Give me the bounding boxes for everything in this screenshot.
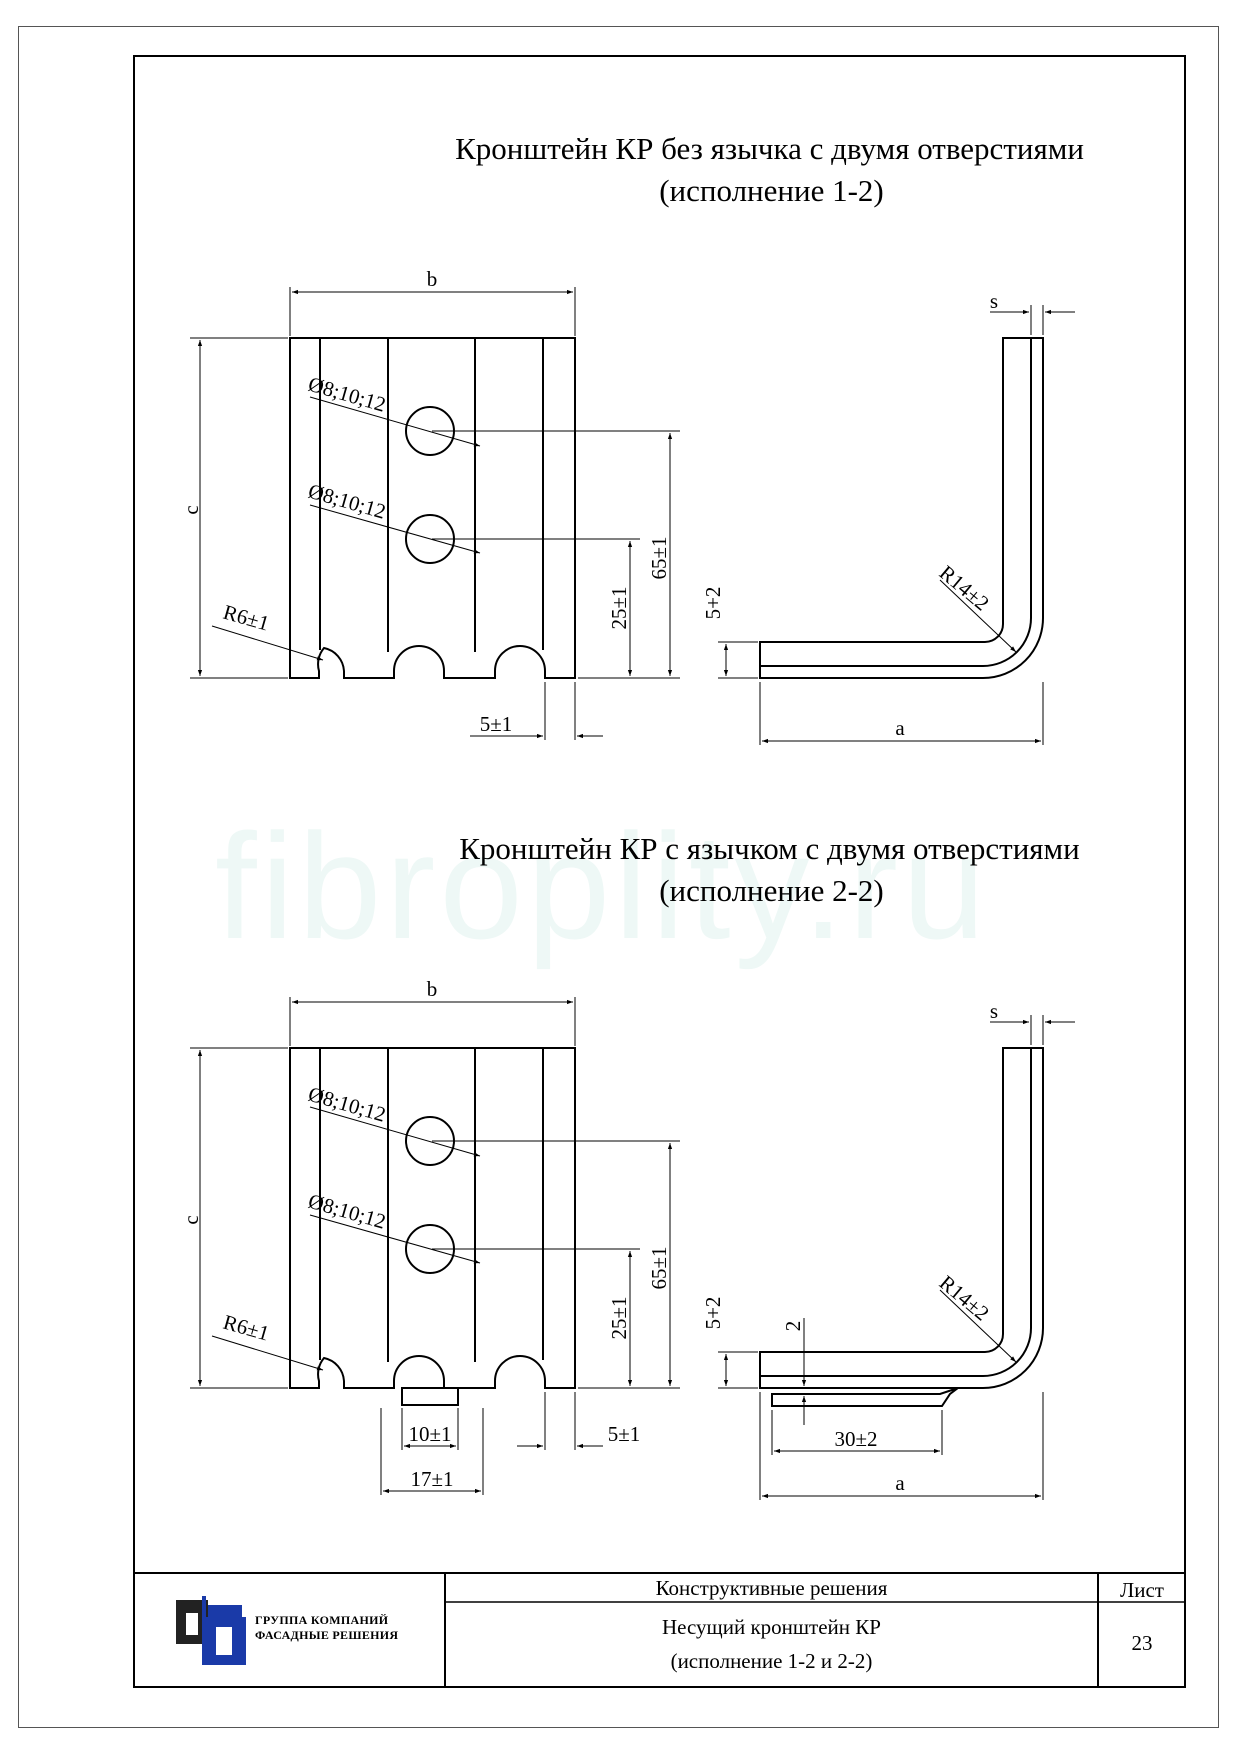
drawing1-side-labels: s a 5+2 R14±2: [701, 289, 998, 740]
drawing1-front-dims: [190, 287, 680, 740]
drawing2-side-view: [759, 1047, 1044, 1407]
outer-frame: [18, 26, 1219, 1728]
drawing1-side-view: [759, 337, 1044, 679]
drawing2-front-labels: b c Ø8;10;12 Ø8;10;12 R6±1 65±1 25±1 5±1…: [179, 977, 671, 1491]
drawing2-side-labels: s a 5+2 2 30±2 R14±2: [701, 999, 998, 1495]
title-block-grid: [133, 1572, 1186, 1688]
dim-65: 65±1: [647, 1246, 671, 1289]
dim-bend-radius: R14±2: [935, 560, 994, 615]
dim-c: c: [179, 1215, 203, 1224]
drawing2-title-line1: Кронштейн КР с язычком с двумя отверстия…: [459, 831, 1080, 866]
company-logo: [176, 1596, 246, 1665]
dim-a: a: [895, 1471, 905, 1495]
drawing2-side-dims: [718, 1015, 1075, 1500]
dim-25: 25±1: [607, 1296, 631, 1339]
dim-notch-radius: R6±1: [221, 600, 272, 636]
title-block-sheet-number: 23: [1131, 1631, 1153, 1655]
company-name-line1: ГРУППА КОМПАНИЙ: [255, 1613, 389, 1627]
dim-17: 17±1: [410, 1467, 453, 1491]
drawing1-title: Кронштейн КР без язычка с двумя отверсти…: [133, 128, 1186, 212]
dim-b: b: [427, 267, 438, 291]
title-block-name-line2: (исполнение 1-2 и 2-2): [670, 1649, 873, 1673]
company-name-line2: ФАСАДНЫЕ РЕШЕНИЯ: [255, 1628, 399, 1642]
dim-s: s: [990, 999, 998, 1023]
dim-30: 30±2: [834, 1427, 877, 1451]
dim-hole-top: Ø8;10;12: [306, 1082, 389, 1127]
drawing2-front-view: [289, 1047, 576, 1406]
dim-5p2: 5+2: [701, 1297, 725, 1330]
title-block-sheet-label: Лист: [1120, 1578, 1164, 1602]
title-block-name: Несущий кронштейн КР (исполнение 1-2 и 2…: [445, 1610, 1098, 1690]
dim-s: s: [990, 289, 998, 313]
drawing2-front-dims: [190, 997, 680, 1495]
dim-hole-bottom: Ø8;10;12: [306, 479, 389, 524]
drawing1-title-line1: Кронштейн КР без язычка с двумя отверсти…: [455, 131, 1084, 166]
watermark: fibroplity.ru: [215, 802, 990, 970]
drawing1-side-dims: [718, 305, 1075, 745]
drawing-frame: [133, 55, 1186, 1688]
dim-hole-bottom: Ø8;10;12: [306, 1189, 389, 1234]
title-block-name-line1: Несущий кронштейн КР: [662, 1615, 881, 1639]
dim-2: 2: [781, 1321, 805, 1332]
drawing2-title: Кронштейн КР с язычком с двумя отверстия…: [133, 828, 1186, 912]
drawing1-title-line2: (исполнение 1-2): [659, 173, 884, 208]
company-name: ГРУППА КОМПАНИЙ ФАСАДНЫЕ РЕШЕНИЯ: [255, 1613, 398, 1643]
dim-notch-radius: R6±1: [221, 1310, 272, 1346]
dim-a: a: [895, 716, 905, 740]
dim-c: c: [179, 505, 203, 514]
drawing2-title-line2: (исполнение 2-2): [659, 873, 884, 908]
dim-5: 5±1: [480, 712, 513, 736]
dim-5: 5±1: [608, 1422, 641, 1446]
dim-5p2: 5+2: [701, 587, 725, 620]
dim-b: b: [427, 977, 438, 1001]
title-block-section: Конструктивные решения: [655, 1576, 888, 1600]
dim-bend-radius: R14±2: [935, 1270, 994, 1325]
dim-10: 10±1: [408, 1422, 451, 1446]
dim-65: 65±1: [647, 536, 671, 579]
dim-25: 25±1: [607, 586, 631, 629]
dim-hole-top: Ø8;10;12: [306, 372, 389, 417]
